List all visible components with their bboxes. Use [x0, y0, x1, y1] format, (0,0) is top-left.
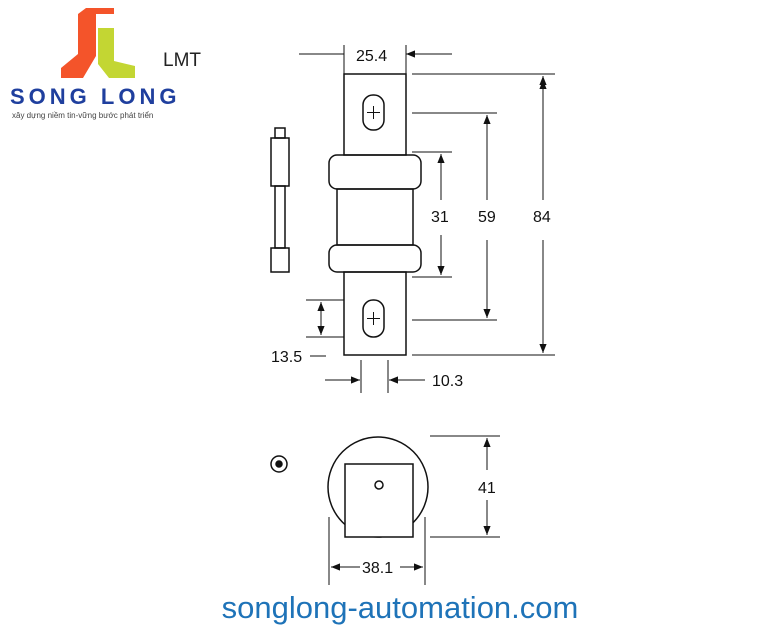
- model-label: LMT: [163, 50, 201, 71]
- dim-13-5: 13.5: [271, 349, 302, 366]
- fuse-end-view: [270, 436, 429, 538]
- dim-25-4: 25.4: [356, 48, 387, 65]
- fuse-front-view: [328, 73, 422, 356]
- dim-59: 59: [478, 209, 496, 226]
- dim-31: 31: [431, 209, 449, 226]
- dim-84: 84: [533, 209, 551, 226]
- brand-name: SONG LONG: [10, 84, 181, 109]
- dim-41: 41: [478, 480, 496, 497]
- dimension-lines: [299, 45, 555, 585]
- logo-mark: [61, 8, 135, 78]
- website-url: songlong-automation.com: [221, 590, 579, 625]
- dim-10-3: 10.3: [432, 373, 463, 390]
- dim-38-1: 38.1: [362, 560, 393, 577]
- fuse-side-view: [270, 127, 290, 273]
- brand-tagline: xây dựng niềm tin-vững bước phát triển: [12, 111, 154, 120]
